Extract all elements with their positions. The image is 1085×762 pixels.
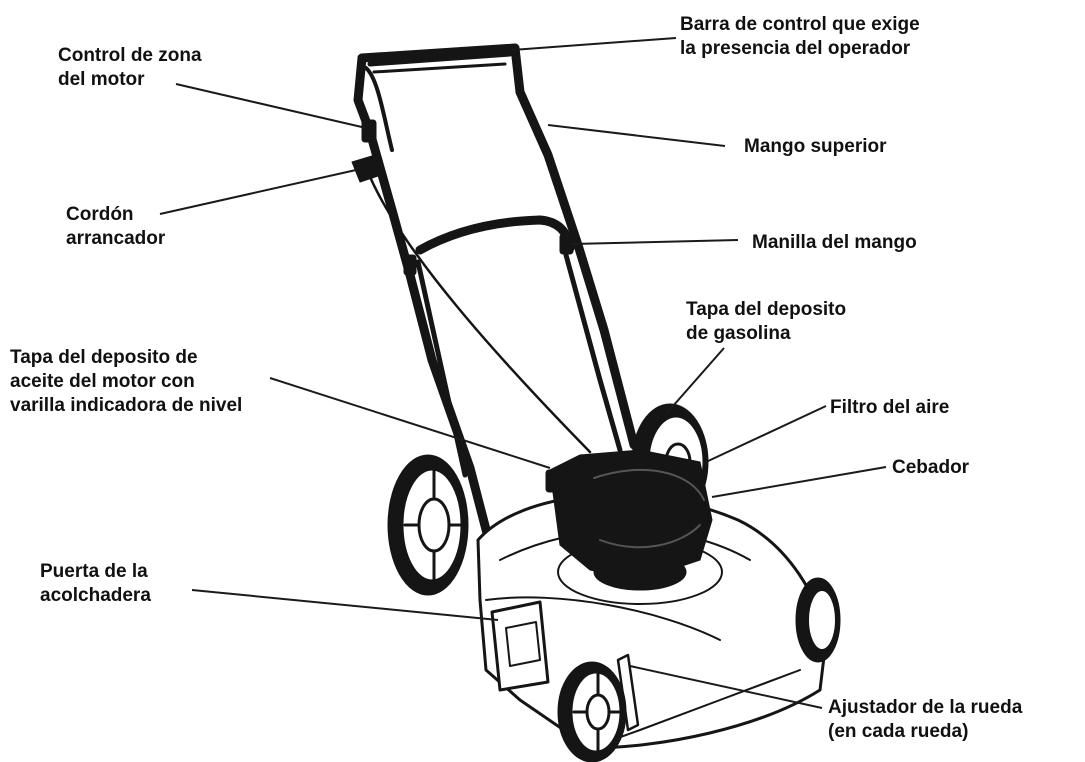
front-right-wheel (795, 577, 841, 663)
leader-engine-zone-control (175, 83, 367, 129)
rear-left-wheel (387, 454, 469, 596)
leader-operator-presence-bar (511, 37, 677, 51)
handle-knob-right (559, 233, 574, 255)
front-left-wheel (557, 661, 627, 762)
leader-primer (711, 466, 887, 498)
label-upper-handle: Mango superior (744, 136, 887, 157)
leader-air-filter (705, 405, 827, 463)
engine-zone-control (361, 119, 377, 143)
handle-knob-left (403, 254, 417, 276)
leader-mulch-door (191, 589, 499, 621)
leader-upper-handle (547, 124, 726, 147)
leader-wheel-adjuster (629, 665, 823, 709)
oil-cap (545, 469, 563, 493)
label-air-filter: Filtro del aire (830, 397, 950, 418)
label-wheel-adjuster: Ajustador de la rueda(en cada rueda) (828, 697, 1023, 742)
mower-handle (353, 43, 639, 550)
label-handle-knob: Manilla del mango (752, 232, 917, 253)
lawn-mower-illustration (351, 43, 841, 762)
leader-fuel-cap (665, 347, 725, 415)
engine (545, 449, 713, 581)
leader-handle-knob (571, 239, 739, 245)
leader-oil-cap (269, 377, 551, 469)
leader-lines (159, 37, 887, 709)
leader-starter-rope (159, 169, 357, 215)
rope-guide (351, 155, 379, 183)
label-primer: Cebador (892, 457, 970, 478)
mulch-door (490, 600, 550, 692)
